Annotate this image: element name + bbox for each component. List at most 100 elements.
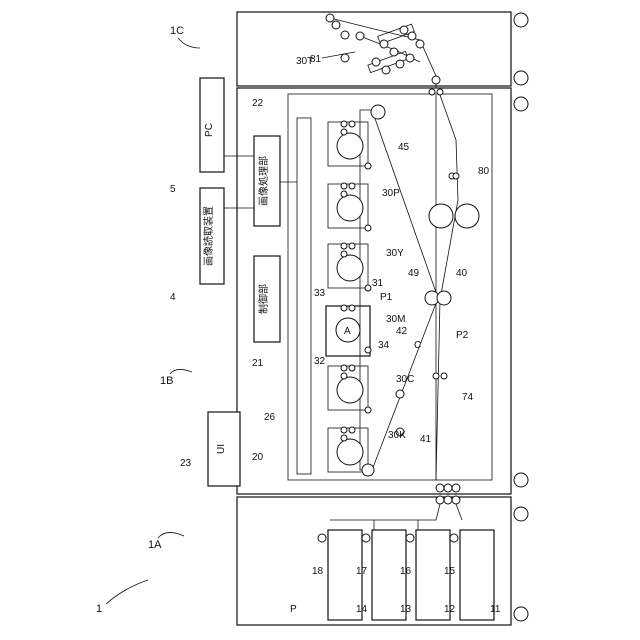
- label-20: 20: [252, 452, 264, 463]
- sorter-roller: [408, 32, 416, 40]
- label-26: 26: [264, 412, 276, 423]
- label-45: 45: [398, 142, 410, 153]
- label-74: 74: [462, 392, 474, 403]
- label-42: 42: [396, 326, 408, 337]
- sorter-roller: [382, 66, 390, 74]
- registration-roller: [433, 373, 439, 379]
- label-5: 5: [170, 184, 176, 195]
- small-roller: [341, 435, 347, 441]
- section-1b: A PC: [160, 56, 528, 494]
- leader-line: [178, 38, 200, 48]
- small-roller: [349, 183, 355, 189]
- caster-wheel: [514, 473, 528, 487]
- ui-label: UI: [216, 444, 227, 454]
- label-34: 34: [378, 340, 390, 351]
- pc-label: PC: [204, 123, 215, 137]
- exit-roller: [437, 89, 443, 95]
- label-p1: P1: [380, 292, 393, 303]
- small-roller: [365, 347, 371, 353]
- label-40: 40: [456, 268, 468, 279]
- sorter-roller: [356, 32, 364, 40]
- feed-roller: [444, 496, 452, 504]
- small-roller: [349, 243, 355, 249]
- small-roller: [365, 225, 371, 231]
- section-1a: 1A 1 18 17 16 15 P 14 13 12 11: [96, 484, 528, 625]
- label-1c: 1C: [170, 25, 184, 37]
- sorter-roller: [390, 48, 398, 56]
- label-49: 49: [408, 268, 420, 279]
- registration-roller: [441, 373, 447, 379]
- photoconductor-drum: [337, 255, 363, 281]
- sorter-roller: [326, 14, 334, 22]
- sorter-roller: [332, 21, 340, 29]
- label-p: P: [290, 604, 297, 615]
- label-30c: 30C: [396, 374, 414, 385]
- small-roller: [349, 427, 355, 433]
- feed-roller: [444, 484, 452, 492]
- small-roller: [349, 305, 355, 311]
- photoconductor-drum: [337, 195, 363, 221]
- feed-roller: [436, 484, 444, 492]
- label-23: 23: [180, 458, 192, 469]
- small-roller: [341, 183, 347, 189]
- sorter-roller: [416, 40, 424, 48]
- feed-roller: [452, 496, 460, 504]
- sorter-housing: [237, 12, 511, 86]
- belt-roller: [362, 464, 374, 476]
- small-roller: [341, 129, 347, 135]
- label-p2: P2: [456, 330, 469, 341]
- sorter-roller: [400, 26, 408, 34]
- small-roller: [365, 285, 371, 291]
- label-11: 11: [490, 604, 501, 615]
- label-80: 80: [478, 166, 490, 177]
- photoconductor-drum: [337, 439, 363, 465]
- small-roller: [341, 305, 347, 311]
- photoconductor-drum: [337, 377, 363, 403]
- label-31: 31: [372, 278, 384, 289]
- sorter-roller: [406, 54, 414, 62]
- small-roller: [341, 373, 347, 379]
- caster-wheel: [514, 71, 528, 85]
- label-30y: 30Y: [386, 248, 404, 259]
- feed-roller: [436, 496, 444, 504]
- label-1a: 1A: [148, 539, 162, 551]
- small-roller: [349, 365, 355, 371]
- leader-line: [170, 369, 192, 374]
- belt-roller-40: [437, 291, 451, 305]
- label-14: 14: [356, 604, 368, 615]
- pickup-roller-16: [406, 534, 414, 542]
- caster-wheel: [514, 97, 528, 111]
- pickup-roller-17: [362, 534, 370, 542]
- small-roller: [341, 365, 347, 371]
- pickup-roller-15: [450, 534, 458, 542]
- small-roller: [349, 121, 355, 127]
- leader-line: [106, 580, 148, 604]
- small-roller: [341, 121, 347, 127]
- sorter-roller: [372, 58, 380, 66]
- photoconductor-drum: [337, 133, 363, 159]
- small-roller: [365, 163, 371, 169]
- caster-wheel: [514, 607, 528, 621]
- image-processor-label: 画像処理部: [257, 156, 270, 206]
- label-c: C: [414, 340, 421, 351]
- caster-wheel: [514, 13, 528, 27]
- sorter-roller: [341, 54, 349, 62]
- controller-label: 制御部: [257, 284, 270, 314]
- label-15: 15: [444, 566, 456, 577]
- label-21: 21: [252, 358, 264, 369]
- feed-roller: [452, 484, 460, 492]
- label-30k: 30K: [388, 430, 406, 441]
- belt-roller: [396, 390, 404, 398]
- exit-roller: [429, 89, 435, 95]
- small-roller: [341, 191, 347, 197]
- label-17: 17: [356, 566, 368, 577]
- pickup-roller-18: [318, 534, 326, 542]
- label-41: 41: [420, 434, 432, 445]
- label-12: 12: [444, 604, 456, 615]
- label-1: 1: [96, 603, 102, 615]
- label-30m: 30M: [386, 314, 405, 325]
- label-16: 16: [400, 566, 412, 577]
- small-roller: [365, 407, 371, 413]
- label-30t: 30T: [296, 56, 313, 67]
